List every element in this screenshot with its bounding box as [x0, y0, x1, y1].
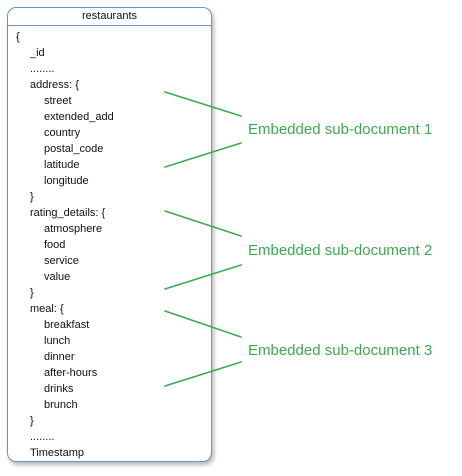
field-rating-details: rating_details: {	[30, 207, 106, 219]
open-brace: {	[16, 31, 20, 43]
close-brace-meal: }	[30, 415, 34, 427]
field-drinks: drinks	[44, 383, 74, 395]
field-dinner: dinner	[44, 351, 75, 363]
callout-label-1: Embedded sub-document 1	[248, 121, 433, 138]
field-brunch: brunch	[44, 399, 78, 411]
field-atmosphere: atmosphere	[44, 223, 103, 235]
field-service: service	[44, 255, 79, 267]
close-brace-rating: }	[30, 287, 34, 299]
close-brace-address: }	[30, 191, 34, 203]
field-latitude: latitude	[44, 159, 80, 171]
field-street: street	[44, 95, 72, 107]
field-extended-add: extended_add	[44, 111, 114, 123]
field-after-hours: after-hours	[44, 367, 98, 379]
field-timestamp: Timestamp	[30, 447, 84, 459]
ellipsis-top: ........	[30, 63, 55, 75]
callout-3-lower-line	[164, 361, 242, 387]
field-food: food	[44, 239, 66, 251]
field-longitude: longitude	[44, 175, 89, 187]
ellipsis-bottom: ........	[30, 431, 55, 443]
callout-2-upper-line	[164, 210, 242, 237]
callout-label-3: Embedded sub-document 3	[248, 342, 433, 359]
collection-card: restaurants { _id ........ address: { st…	[7, 7, 212, 462]
field-postal-code: postal_code	[44, 143, 104, 155]
callout-1-upper-line	[164, 91, 242, 117]
field-meal: meal: {	[30, 303, 64, 315]
callout-label-2: Embedded sub-document 2	[248, 242, 433, 259]
callout-2-lower-line	[164, 264, 242, 290]
field-address: address: {	[30, 79, 79, 91]
field-breakfast: breakfast	[44, 319, 90, 331]
field-lunch: lunch	[44, 335, 71, 347]
callout-3-upper-line	[164, 310, 242, 338]
callout-1-lower-line	[164, 142, 242, 168]
field-id: _id	[30, 47, 45, 59]
field-value: value	[44, 271, 71, 283]
field-country: country	[44, 127, 81, 139]
collection-title: restaurants	[8, 8, 211, 26]
